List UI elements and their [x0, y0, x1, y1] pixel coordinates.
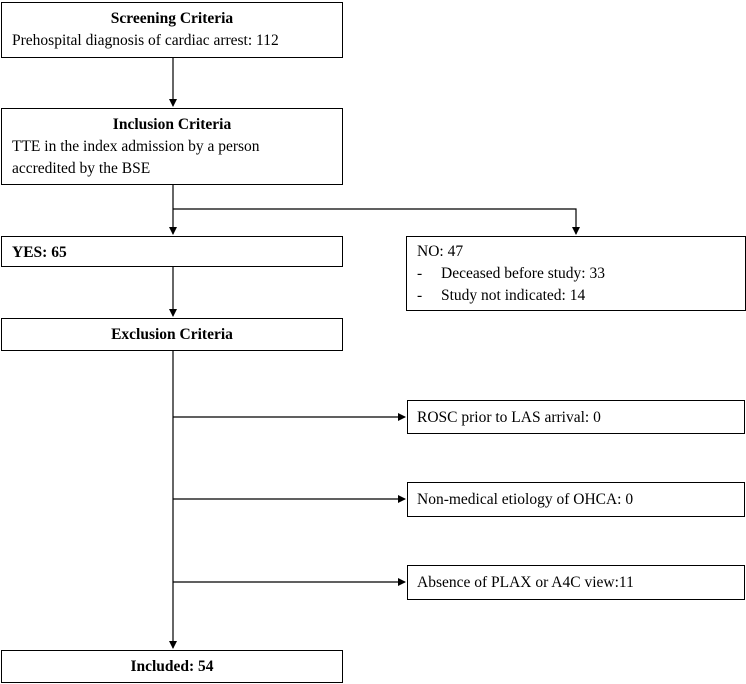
no-box: NO: 47 - Deceased before study: 33 - Study… — [406, 236, 746, 311]
no-label: NO: 47 — [417, 243, 464, 260]
exclusion-box: Exclusion Criteria — [1, 318, 343, 351]
no-item-text: Study not indicated: 14 — [441, 287, 586, 304]
no-item: - Deceased before study: 33 — [417, 263, 745, 285]
screening-text: Prehospital diagnosis of cardiac arrest:… — [12, 32, 279, 49]
exclusion-reason-text: Absence of PLAX or A4C view:11 — [417, 574, 634, 591]
arrow-inclusion-to-no — [173, 208, 580, 235]
exclusion-reason-text: ROSC prior to LAS arrival: 0 — [417, 409, 601, 426]
exclusion-reason-text: Non-medical etiology of OHCA: 0 — [417, 491, 634, 508]
no-item-bullet: - — [417, 265, 423, 282]
included-label: Included: 54 — [130, 658, 214, 675]
inclusion-line-2: accredited by the BSE — [12, 160, 151, 177]
screening-title: Screening Criteria — [110, 10, 234, 27]
no-item: - Study not indicated: 14 — [417, 285, 745, 307]
exclusion-reason-box: Absence of PLAX or A4C view:11 — [407, 565, 745, 600]
inclusion-line-1: TTE in the index admission by a person — [12, 138, 260, 155]
no-item-bullet: - — [417, 287, 423, 304]
yes-label: YES: 65 — [12, 244, 67, 261]
no-item-text: Deceased before study: 33 — [441, 265, 605, 282]
inclusion-title: Inclusion Criteria — [112, 116, 232, 133]
yes-box: YES: 65 — [1, 236, 343, 267]
exclusion-reason-box: ROSC prior to LAS arrival: 0 — [407, 400, 745, 434]
included-box: Included: 54 — [1, 650, 343, 683]
exclusion-reason-box: Non-medical etiology of OHCA: 0 — [407, 482, 745, 517]
screening-box: Screening Criteria Prehospital diagnosis… — [1, 2, 343, 58]
exclusion-title: Exclusion Criteria — [111, 326, 233, 343]
inclusion-box: Inclusion Criteria TTE in the index admi… — [1, 108, 343, 185]
